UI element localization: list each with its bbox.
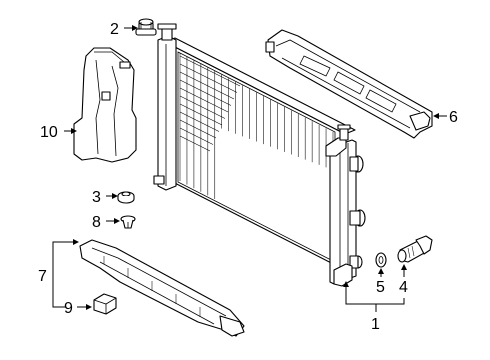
callout-7: 7 [38, 268, 47, 285]
side-seal-part-10 [73, 47, 137, 163]
callout-9: 9 [64, 300, 73, 317]
leader-lines [52, 25, 447, 312]
upper-support-part-6 [265, 29, 433, 139]
drain-plug-part-4 [397, 235, 433, 263]
o-ring-part-5 [375, 252, 387, 268]
callout-1: 1 [371, 316, 380, 333]
radiator-assembly [153, 23, 366, 287]
lower-air-guide-part-7 [79, 239, 245, 337]
callout-10: 10 [40, 124, 58, 141]
callout-8: 8 [92, 214, 101, 231]
callout-6: 6 [449, 109, 458, 126]
clip-part-8 [120, 215, 136, 229]
callout-5: 5 [376, 279, 385, 296]
callout-2: 2 [110, 21, 119, 38]
callout-3: 3 [92, 189, 101, 206]
callout-labels: 2 10 3 8 6 7 9 5 4 1 [38, 21, 458, 333]
cushion-part-2 [135, 18, 157, 36]
callout-4: 4 [399, 279, 408, 296]
block-part-9 [93, 293, 117, 315]
radiator-fins [179, 53, 334, 199]
mount-part-3 [117, 191, 135, 204]
